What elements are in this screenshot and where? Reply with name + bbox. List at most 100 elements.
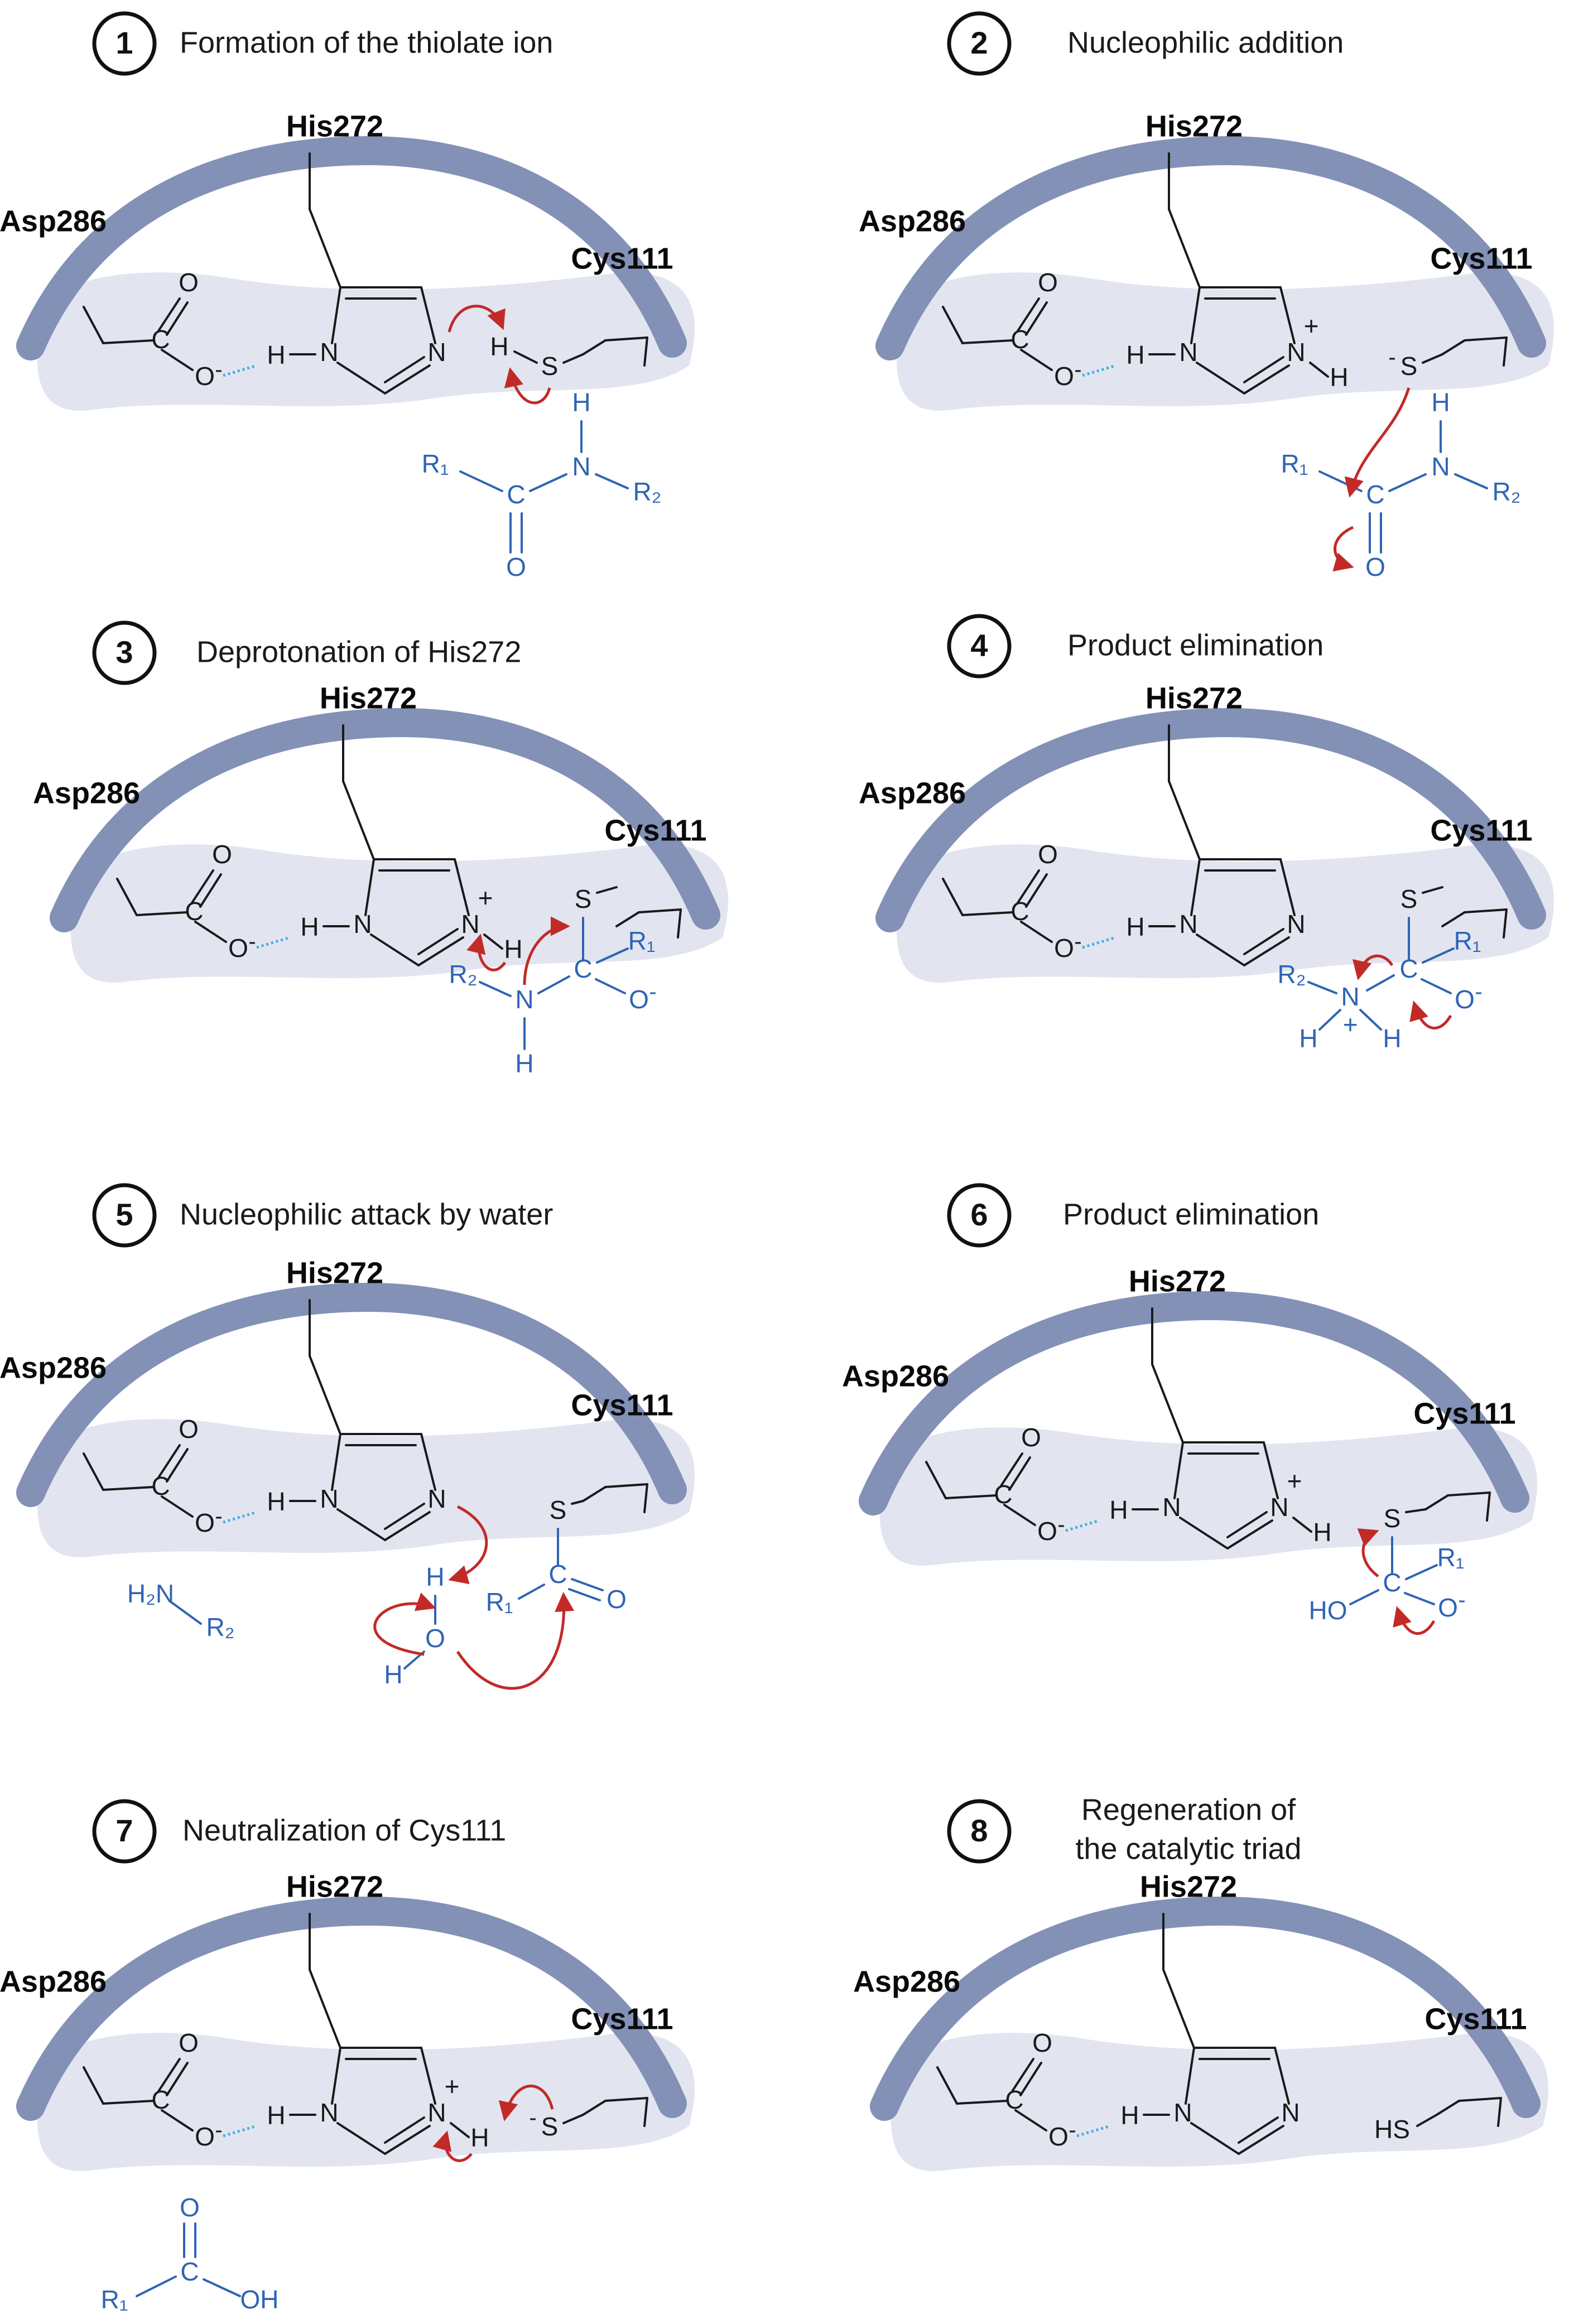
sulfur-label: S (1384, 1504, 1401, 1533)
cys111-label: Cys111 (571, 2002, 673, 2036)
hydrogen-bond (223, 2124, 257, 2138)
asp286-carboxylate: COO- (83, 2028, 257, 2151)
bond (1424, 1494, 1449, 1510)
bond (1464, 908, 1508, 913)
oxygen-label: O (1038, 840, 1058, 869)
bond (1011, 2058, 1034, 2092)
bond (1292, 1517, 1312, 1533)
asp286-carboxylate: COO- (116, 840, 291, 963)
bond (562, 2114, 584, 2124)
bond (1307, 981, 1337, 994)
bond (568, 1588, 601, 1601)
bond (582, 339, 607, 355)
asp286-carboxylate: COO- (925, 1423, 1100, 1546)
oxygen-label: O (1054, 934, 1074, 963)
active-site-pocket (37, 2033, 695, 2171)
hydrogen-label: H (267, 1487, 285, 1516)
electron-arrow (466, 934, 507, 971)
bond (450, 2122, 470, 2138)
oxygen-label: O (1365, 552, 1385, 581)
bond (1025, 873, 1048, 908)
step-number-circle (92, 1799, 157, 1864)
bond (677, 908, 682, 939)
step-title: the catalytic triad (1075, 1832, 1301, 1865)
bond (136, 2275, 177, 2297)
his272-label: His272 (320, 681, 417, 715)
r2-label: R₂ (1277, 960, 1306, 989)
cys111-thiol-regenerated: HS (1374, 2114, 1438, 2144)
active-site-pocket (70, 844, 728, 983)
bond (370, 934, 420, 966)
sulfur-label: S (575, 884, 592, 913)
cys111-label: Cys111 (604, 814, 706, 847)
oxygen-label: O (1438, 1593, 1458, 1622)
bond (925, 1461, 947, 1499)
sulfur-label: S (550, 1495, 567, 1524)
bond (1366, 974, 1395, 992)
hydrogen-label: H (384, 1660, 402, 1689)
active-site-pocket (896, 272, 1554, 411)
bond (331, 1433, 341, 1491)
nitrogen-label: N (1179, 338, 1197, 367)
r1-label: R₁ (1437, 1543, 1465, 1572)
nitrogen-label: N (427, 1484, 446, 1513)
cys111-side-chain (582, 336, 648, 367)
oxygen-label: O (195, 1508, 215, 1537)
bond (1243, 928, 1284, 955)
nitrogen-label: N (320, 1484, 338, 1513)
negative-charge: - (1388, 345, 1395, 370)
negative-charge: - (1458, 1588, 1465, 1613)
step-number-circle (947, 1799, 1012, 1864)
bond (1017, 297, 1040, 332)
hydrogen-label: H (426, 1562, 444, 1591)
nitrogen-label: N (320, 338, 338, 367)
bond (166, 301, 189, 336)
bond (1162, 1969, 1195, 2049)
bond (604, 2097, 648, 2102)
step-title: Product elimination (1063, 1197, 1319, 1231)
bond (161, 2109, 194, 2131)
hydrogen-label: H (1299, 1024, 1317, 1053)
bond (1274, 2047, 1290, 2105)
bond (1503, 908, 1508, 939)
asp286-carboxylate: COO- (942, 268, 1116, 391)
hydrogen-label: H (1120, 2101, 1139, 2130)
bond (961, 911, 1014, 916)
bond (1196, 362, 1245, 394)
bond (1196, 934, 1245, 966)
electron-arrow (447, 305, 506, 333)
sulfur-label: S (1400, 884, 1418, 913)
bond (1454, 473, 1488, 489)
bond (643, 2097, 648, 2127)
his272-label: His272 (1129, 1264, 1226, 1298)
bond (1226, 1519, 1273, 1550)
negative-charge: - (529, 2106, 536, 2130)
r2-label: R₂ (206, 1613, 234, 1642)
hydrogen-bond (223, 1510, 257, 1524)
bond (615, 911, 640, 927)
bond (199, 873, 222, 908)
nitrogen-label: N (1270, 1493, 1288, 1522)
r2-label: R₂ (449, 960, 477, 989)
hydrogen-bond (1076, 2124, 1111, 2138)
bond (1441, 339, 1466, 355)
step-number-circle (92, 11, 157, 76)
oxygen-label: O (228, 934, 248, 963)
protein-backbone-arc (50, 708, 720, 932)
bond (643, 1483, 648, 1513)
bond (420, 286, 436, 344)
hydrogen-label: H (504, 935, 522, 964)
cys111-thiolate: S- (1388, 345, 1443, 381)
electron-arrow (1353, 954, 1394, 980)
nitrogen-label: N (427, 2098, 446, 2127)
bond (384, 364, 431, 394)
bond (417, 928, 459, 955)
asp286-label: Asp286 (0, 204, 107, 238)
bond (1503, 336, 1508, 367)
cys111-label: Cys111 (571, 242, 673, 275)
protein-backbone-arc (859, 1291, 1529, 1515)
step-title: Deprotonation of His272 (196, 635, 521, 668)
bond (1263, 1441, 1279, 1499)
